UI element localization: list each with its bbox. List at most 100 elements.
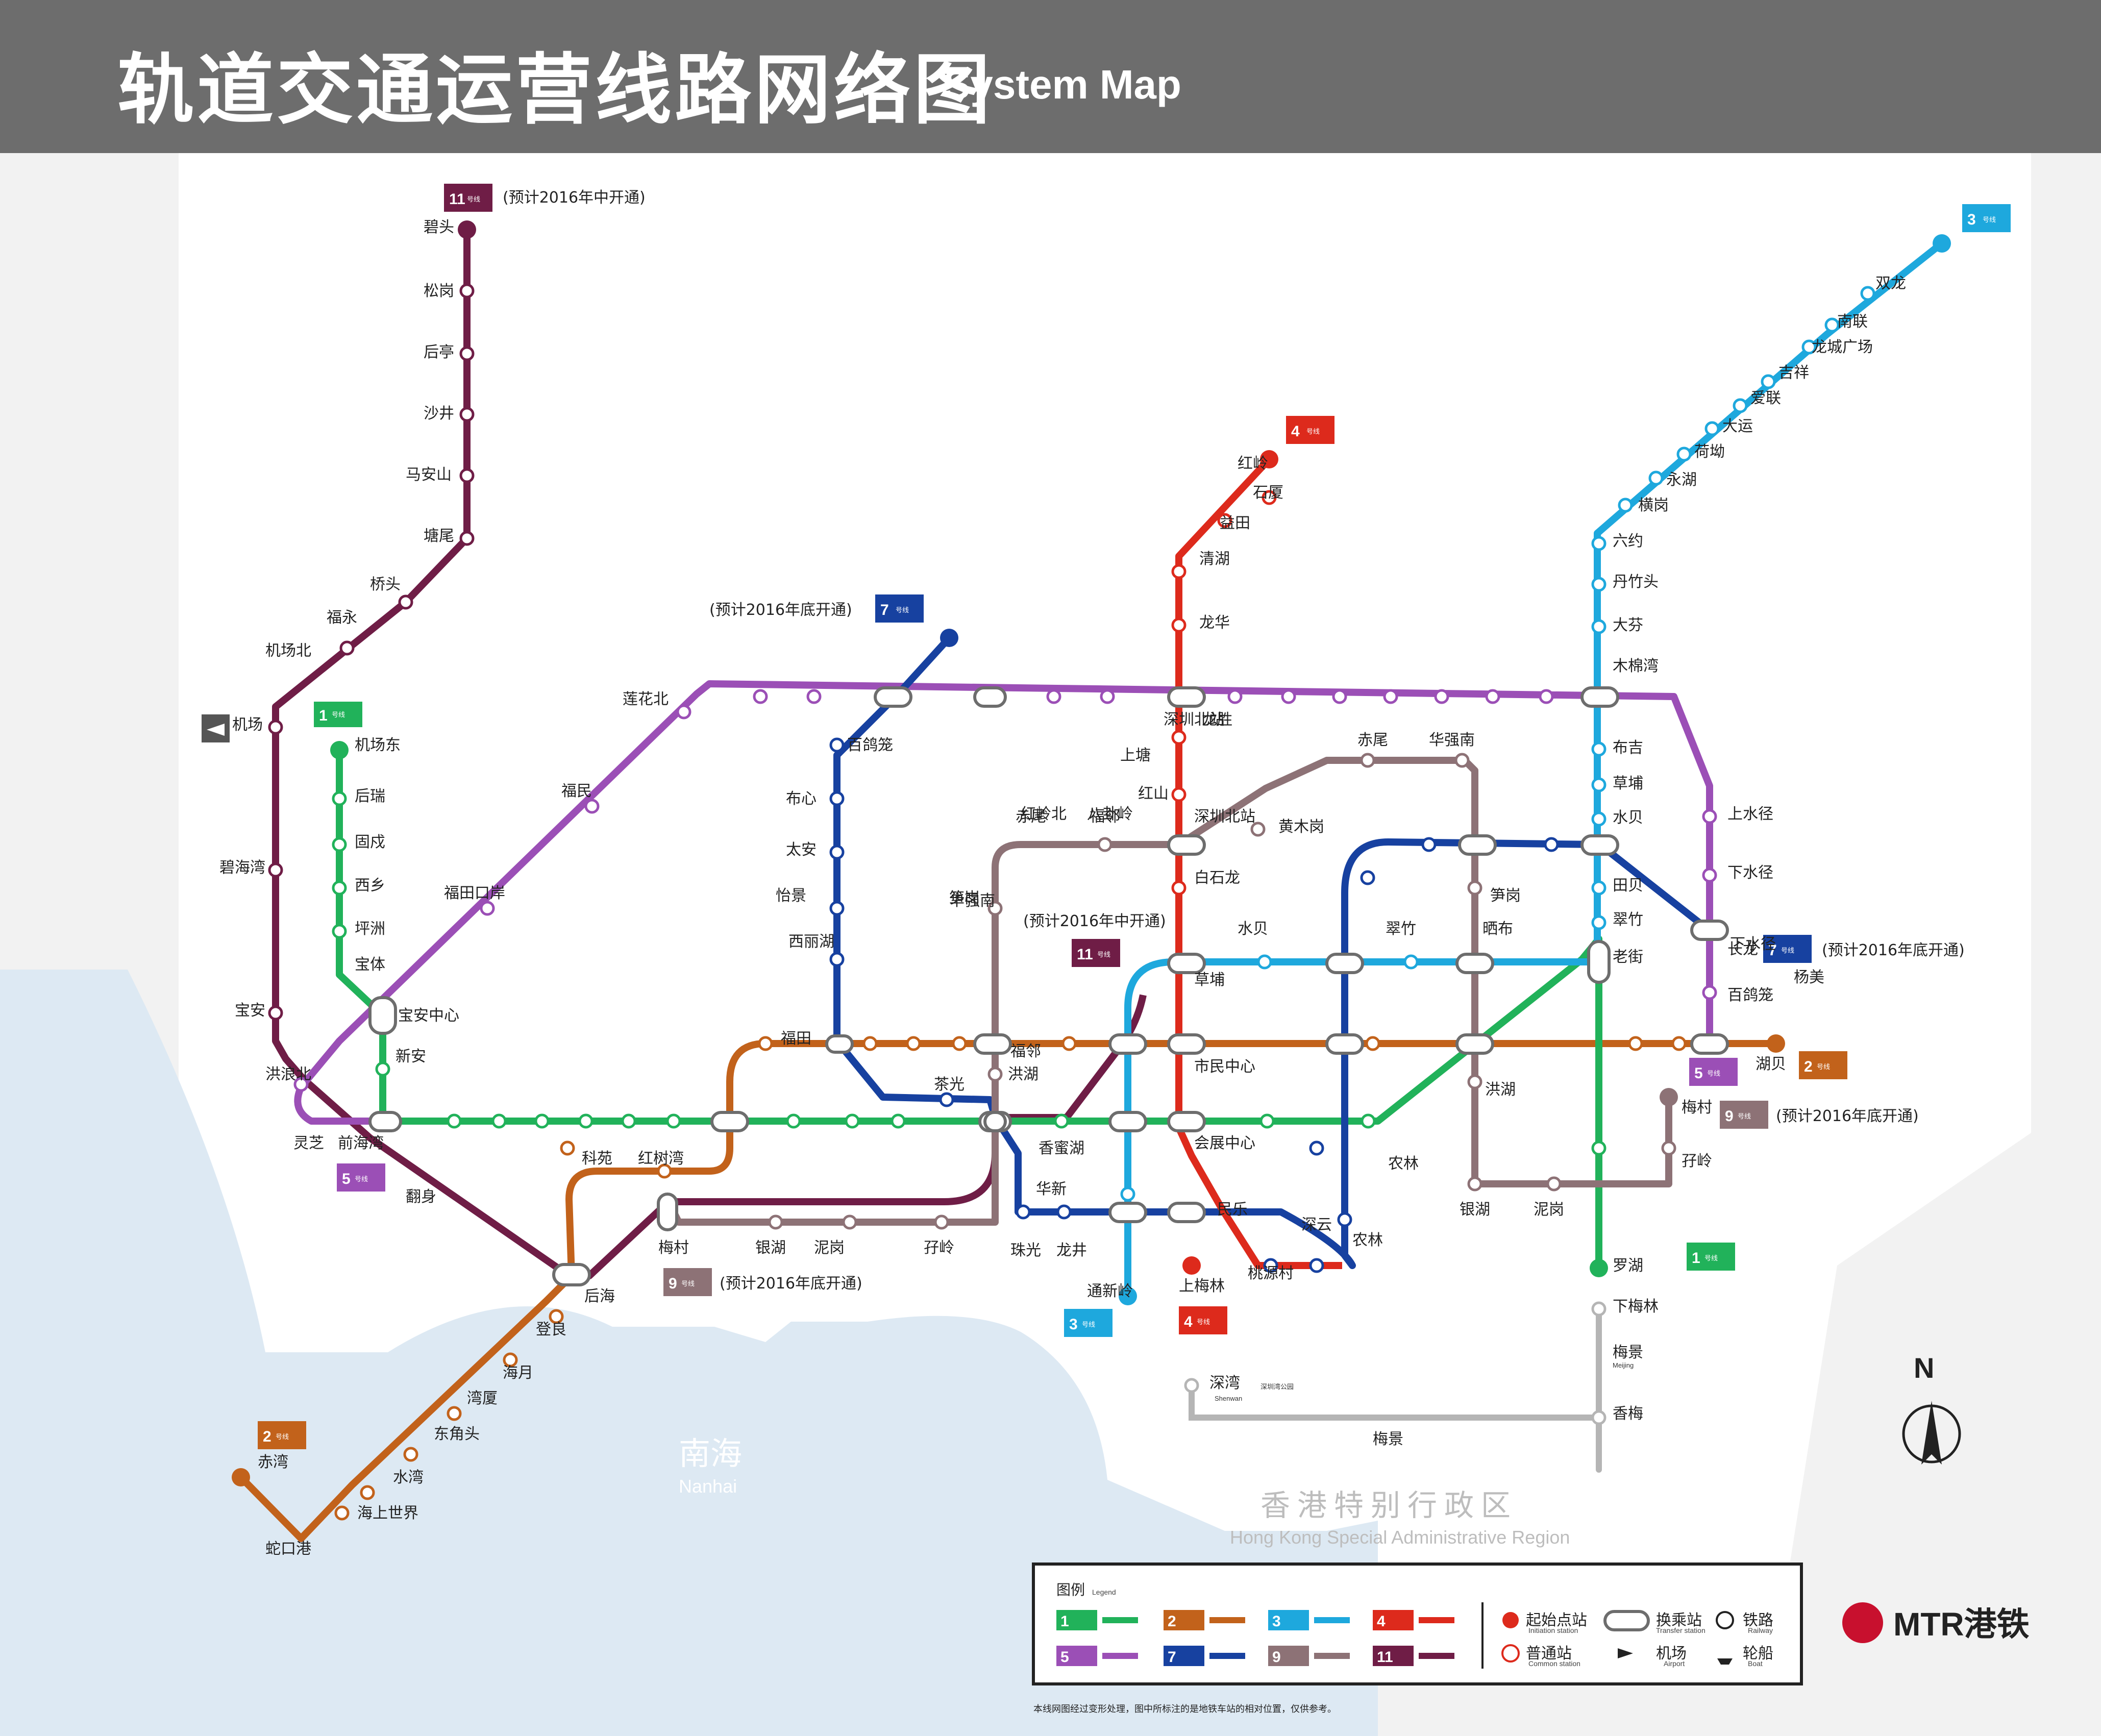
svg-text:Legend: Legend [1092,1588,1116,1596]
svg-text:华强南: 华强南 [1429,731,1475,749]
badge-line7-right: 7 号线 (预计2016年底开通) [1763,935,1965,963]
svg-text:后海: 后海 [584,1287,615,1305]
terminal-luohu[interactable] [1590,1259,1608,1277]
terminal-futian-checkpoint[interactable] [1182,1256,1201,1275]
svg-text:5: 5 [1694,1065,1703,1082]
terminal-airport-east[interactable] [330,741,349,759]
svg-text:宝体: 宝体 [355,956,385,974]
terminal-xili-lake[interactable] [940,629,958,647]
footnote: 本线网图经过变形处理，图中所标注的是地铁车站的相对位置，仅供参考。 [1033,1704,1337,1715]
hk-region-label-en: Hong Kong Special Administrative Region [1230,1527,1570,1548]
svg-text:机场北: 机场北 [265,642,311,660]
svg-text:碧海湾: 碧海湾 [219,859,265,877]
badge-line11-top: 11 号线 (预计2016年中开通) [444,184,646,212]
svg-text:Initiation station: Initiation station [1528,1626,1578,1634]
svg-text:通新岭: 通新岭 [1087,1282,1133,1300]
svg-text:(预计2016年底开通): (预计2016年底开通) [1776,1107,1919,1125]
svg-text:号线: 号线 [1707,1070,1720,1077]
badge-line9-bottom: 9 号线 (预计2016年底开通) [663,1268,862,1296]
svg-text:(预计2016年底开通): (预计2016年底开通) [1822,941,1965,959]
svg-text:3: 3 [1272,1613,1281,1630]
svg-text:沙井: 沙井 [424,405,454,423]
hk-region-label: 香港特别行政区 [1260,1488,1518,1523]
svg-text:号线: 号线 [467,195,480,203]
svg-text:水贝: 水贝 [1238,920,1268,938]
svg-text:草埔: 草埔 [1194,971,1225,989]
svg-text:华强南: 华强南 [949,892,995,910]
svg-text:9: 9 [669,1275,677,1292]
sea-label-en: Nanhai [679,1476,737,1497]
svg-text:号线: 号线 [1738,1112,1751,1120]
terminal-bitou[interactable] [458,220,476,239]
svg-text:号线: 号线 [681,1280,695,1287]
svg-text:福邻: 福邻 [1090,808,1120,826]
svg-text:起始点站: 起始点站 [1526,1611,1587,1629]
svg-text:笋岗: 笋岗 [1490,887,1521,905]
mtr-east-rail-label-en: Meijing [1613,1361,1634,1369]
svg-text:赤尾: 赤尾 [1357,731,1388,749]
station-labels: 碧头 松岗 后亭 沙井 马安山 塘尾 桥头 福永 机场北 机场 碧海湾 宝安 机… [219,218,1906,1558]
svg-text:东角头: 东角头 [434,1425,480,1443]
svg-text:号线: 号线 [1097,951,1110,958]
svg-text:南联: 南联 [1837,313,1868,331]
svg-text:太安: 太安 [786,841,817,859]
terminal-wenjin[interactable] [1660,1088,1678,1106]
svg-text:后瑞: 后瑞 [355,787,385,805]
svg-text:11: 11 [449,191,465,208]
svg-text:5: 5 [1060,1649,1069,1666]
station-lo-wu: 下梅林 [1613,1298,1659,1316]
station-lok-ma-chau-note: 深圳湾公园 [1260,1383,1294,1391]
svg-text:红山: 红山 [1138,785,1169,803]
svg-text:市民中心: 市民中心 [1194,1058,1255,1076]
svg-text:号线: 号线 [896,606,909,614]
svg-text:湖贝: 湖贝 [1756,1055,1786,1073]
airplane-icon [1618,1648,1633,1658]
svg-text:益田: 益田 [1220,514,1250,532]
svg-text:吉祥: 吉祥 [1778,364,1809,382]
svg-text:普通站: 普通站 [1526,1645,1572,1663]
svg-text:号线: 号线 [355,1175,368,1183]
svg-text:号线: 号线 [1306,428,1320,435]
badge-line2-left: 2 号线 [258,1421,306,1449]
svg-text:田贝: 田贝 [1613,877,1643,895]
railway-icon [1716,1611,1734,1629]
compass-icon: N [1902,1352,1961,1465]
svg-text:登良: 登良 [536,1321,566,1338]
svg-text:大芬: 大芬 [1613,616,1643,634]
svg-text:固戍: 固戍 [355,833,385,851]
svg-text:机场: 机场 [1656,1645,1687,1663]
svg-text:龙华: 龙华 [1199,614,1230,632]
svg-text:(预计2016年底开通): (预计2016年底开通) [720,1275,862,1293]
terminal-yitian[interactable] [1119,1287,1137,1305]
svg-text:赤尾: 赤尾 [1016,808,1046,826]
badge-line9-right: 9 号线 (预计2016年底开通) [1720,1101,1919,1129]
badge-line7-top: 7 号线 (预计2016年底开通) [709,594,924,623]
terminal-chiwan[interactable] [232,1468,250,1486]
svg-text:罗湖: 罗湖 [1613,1257,1643,1275]
legend-badge-labels: 1 2 3 4 5 7 9 11 [1060,1613,1393,1666]
svg-text:丹竹头: 丹竹头 [1613,573,1659,591]
svg-text:龙井: 龙井 [1056,1242,1087,1259]
page-title-en: System Map [943,62,1181,107]
svg-text:前海湾: 前海湾 [338,1134,384,1152]
svg-text:深圳北站: 深圳北站 [1164,711,1225,729]
svg-text:松岗: 松岗 [424,282,454,300]
svg-text:石厦: 石厦 [1253,484,1283,502]
svg-text:宝安中心: 宝安中心 [398,1007,459,1025]
svg-text:红树湾: 红树湾 [638,1150,684,1168]
sea-label: 南海 [679,1435,742,1472]
svg-text:马安山: 马安山 [406,466,452,484]
svg-text:2: 2 [1804,1058,1813,1075]
terminal-xinxiu[interactable] [1767,1034,1785,1053]
svg-text:会展中心: 会展中心 [1194,1134,1255,1152]
terminal-qinghu[interactable] [1260,450,1278,468]
terminal-shuanglong[interactable] [1933,234,1951,253]
svg-text:7: 7 [880,602,889,618]
svg-text:上梅林: 上梅林 [1179,1277,1225,1295]
ferry-icon [1717,1658,1733,1665]
svg-text:4: 4 [1184,1313,1193,1330]
svg-text:新安: 新安 [396,1048,426,1065]
svg-text:11: 11 [1077,946,1093,963]
svg-text:碧头: 碧头 [424,218,454,236]
